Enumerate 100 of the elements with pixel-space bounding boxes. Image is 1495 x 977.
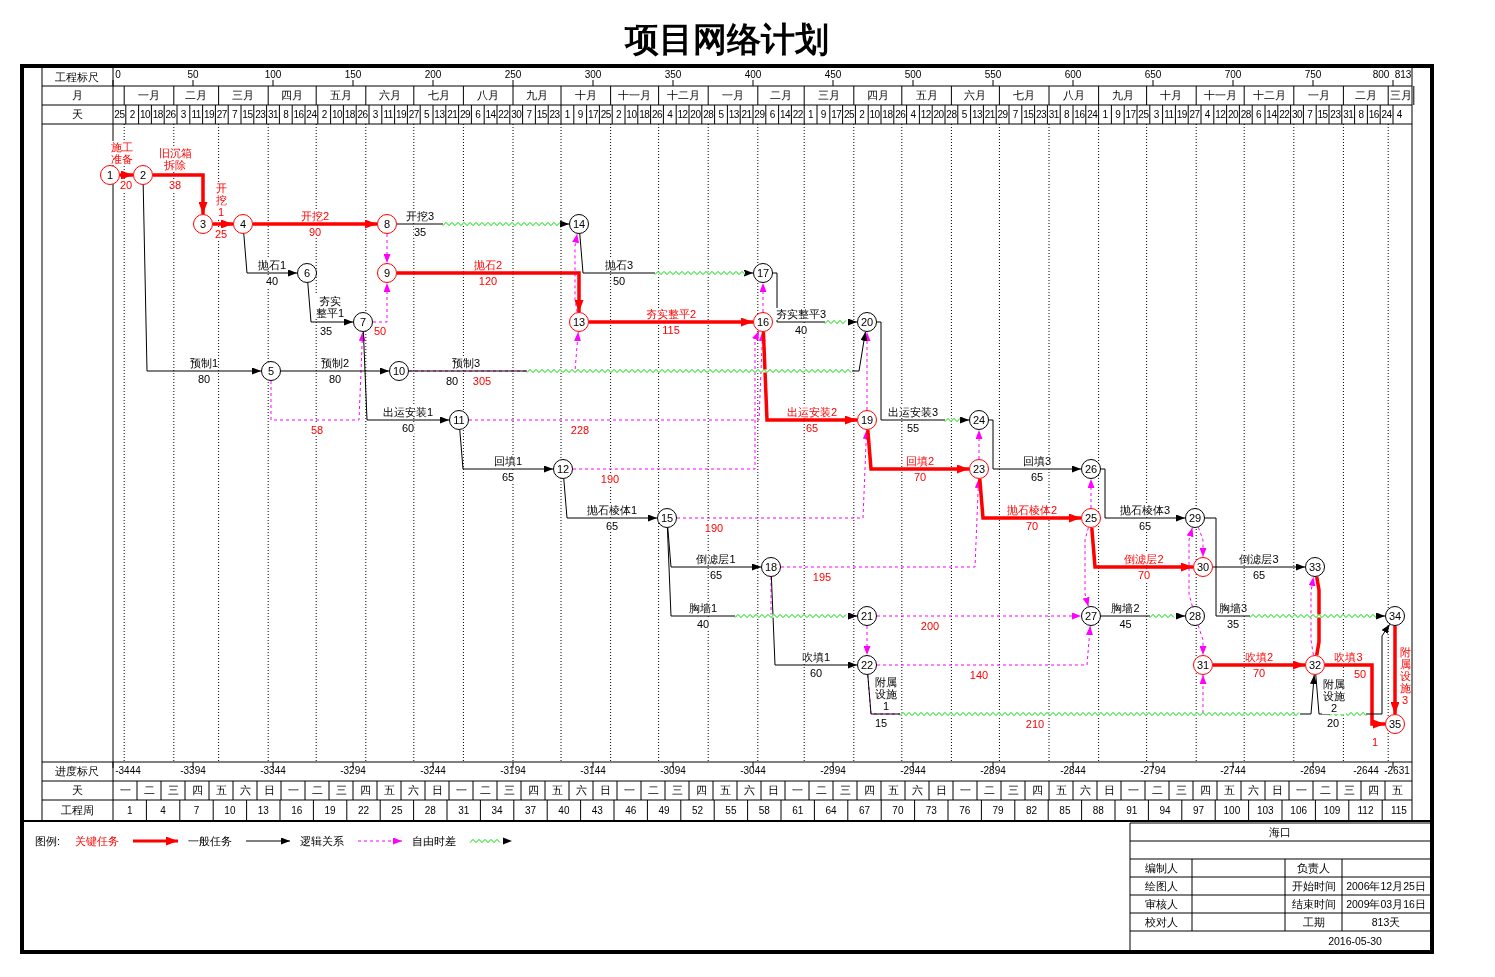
edge-label: 回填1 xyxy=(493,455,523,467)
day-label: 14 xyxy=(1266,109,1277,121)
duration-label: 65 xyxy=(709,569,723,581)
day-label: 14 xyxy=(779,109,791,121)
arrow xyxy=(397,271,584,312)
month-label: 五月 xyxy=(915,89,938,101)
edge-label: 倒滤层1 xyxy=(696,553,736,565)
day-label: 19 xyxy=(203,109,215,121)
edge-label: 出运安装3 xyxy=(887,406,939,418)
arrow xyxy=(563,478,658,522)
event-circle: 21 xyxy=(857,606,877,626)
arrow xyxy=(153,173,208,214)
day-label: 27 xyxy=(1189,109,1200,121)
week-label: 40 xyxy=(558,805,570,817)
week-label: 115 xyxy=(1390,805,1407,817)
week-label: 10 xyxy=(224,805,236,817)
month-label: 六月 xyxy=(378,89,401,101)
day-label: 26 xyxy=(165,109,176,121)
event-circle: 24 xyxy=(969,410,989,430)
scale-label: -2694 xyxy=(1300,765,1326,777)
day-label: 8 xyxy=(1358,109,1364,121)
week-label: 25 xyxy=(391,805,403,817)
edge-label: 吹填1 xyxy=(801,651,831,663)
float-label: 200 xyxy=(920,620,940,632)
day-label: 25 xyxy=(600,109,611,121)
event-circle: 14 xyxy=(569,214,589,234)
weekday-label: 日 xyxy=(599,784,611,796)
edge-label: 倒滤层2 xyxy=(1124,553,1164,565)
week-label: 100 xyxy=(1223,805,1241,817)
day-label: 1 xyxy=(564,109,570,121)
day-label: 15 xyxy=(1023,109,1034,121)
day-label: 17 xyxy=(587,109,599,121)
month-label: 六月 xyxy=(964,89,987,101)
day-label: 4 xyxy=(1204,109,1210,121)
weekday-label: 五 xyxy=(1223,784,1235,796)
row-header: 天 xyxy=(71,108,83,120)
scale-label: -2631 xyxy=(1384,765,1410,777)
edge-label: 吹填3 xyxy=(1334,651,1363,663)
month-label: 二月 xyxy=(185,89,208,101)
weekday-label: 一 xyxy=(623,784,635,796)
week-label: 91 xyxy=(1126,805,1138,817)
day-label: 22 xyxy=(1279,109,1290,121)
month-label: 一月 xyxy=(722,89,744,101)
weekday-label: 二 xyxy=(1319,784,1331,796)
day-label: 23 xyxy=(1035,109,1047,121)
title-block-text: 校对人 xyxy=(1144,916,1178,928)
weekday-label: 一 xyxy=(791,784,803,796)
day-label: 13 xyxy=(971,109,983,121)
weekday-label: 三 xyxy=(1007,784,1019,796)
legend-text: 自由时差 xyxy=(412,835,456,847)
day-label: 1 xyxy=(808,109,814,121)
arrow xyxy=(253,219,377,229)
week-label: 49 xyxy=(658,805,670,817)
day-label: 6 xyxy=(475,109,481,121)
dashed-arrow xyxy=(1082,527,1090,607)
title-block-text: 2006年12月25日 xyxy=(1346,880,1426,892)
day-label: 28 xyxy=(703,109,714,121)
weekday-label: 六 xyxy=(239,784,251,796)
arrow xyxy=(1100,468,1186,522)
month-label: 三月 xyxy=(232,89,255,101)
arrow xyxy=(280,367,390,375)
week-label: 82 xyxy=(1025,805,1038,817)
duration-label: 65 xyxy=(1252,569,1266,581)
title: 项目网络计划 xyxy=(625,20,829,60)
event-circle: 13 xyxy=(569,312,589,332)
day-label: 5 xyxy=(718,109,724,121)
title-block-text: 编制人 xyxy=(1144,862,1178,874)
scale-label: -2844 xyxy=(1060,765,1086,777)
weekday-label: 五 xyxy=(1391,784,1403,796)
week-label: 85 xyxy=(1059,805,1071,817)
week-label: 55 xyxy=(725,805,737,817)
event-circle: 15 xyxy=(657,508,677,528)
edge-label: 抛石2 xyxy=(473,259,503,271)
arrow xyxy=(142,184,262,375)
edge-label: 开挖1 xyxy=(215,182,227,218)
dashed-arrow xyxy=(1308,576,1316,656)
weekday-label: 三 xyxy=(671,784,683,796)
day-label: 25 xyxy=(114,109,125,121)
day-label: 31 xyxy=(267,109,279,121)
month-label: 四月 xyxy=(281,89,304,101)
scale-label: -3094 xyxy=(660,765,686,777)
day-label: 21 xyxy=(447,109,458,121)
event-circle: 12 xyxy=(553,459,573,479)
day-label: 16 xyxy=(1368,109,1379,121)
month-label: 二月 xyxy=(770,89,792,101)
day-label: 26 xyxy=(651,109,663,121)
weekday-label: 二 xyxy=(311,784,323,796)
event-circle: 22 xyxy=(857,655,877,675)
day-label: 4 xyxy=(1396,109,1402,121)
row-header: 工程标尺 xyxy=(55,71,99,83)
month-label: 五月 xyxy=(330,89,352,101)
duration-label: 65 xyxy=(805,422,819,434)
day-label: 24 xyxy=(1087,109,1098,121)
edge-label: 夯实整平1 xyxy=(315,295,345,319)
duration-label: 90 xyxy=(308,226,322,238)
day-label: 20 xyxy=(1227,109,1239,121)
duration-label: 65 xyxy=(605,520,619,532)
weekday-label: 四 xyxy=(695,784,707,796)
duration-label: 50 xyxy=(1353,668,1367,680)
day-label: 20 xyxy=(690,109,701,121)
